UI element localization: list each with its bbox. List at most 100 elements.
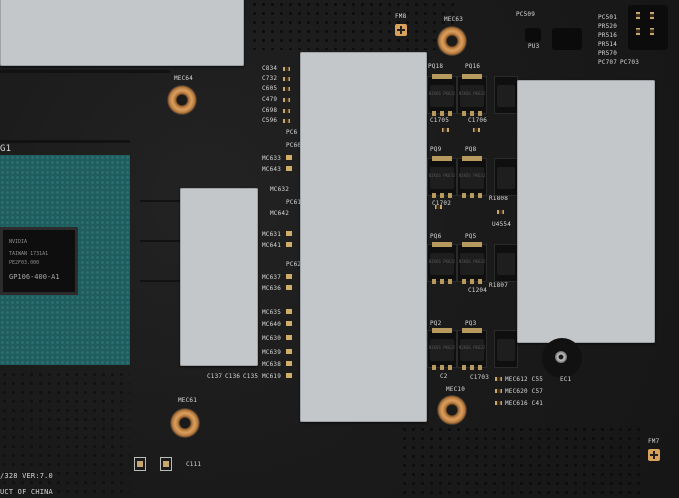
pcb-trace xyxy=(0,140,130,143)
mec10-label: MEC10 xyxy=(446,386,466,393)
cap-label: C596 xyxy=(262,117,278,124)
smd-capacitor xyxy=(283,109,290,113)
ec1-socket xyxy=(542,338,582,378)
via-grid-top xyxy=(250,0,460,50)
connector-pin xyxy=(636,12,640,19)
gpu-die: NVIDIA TAIWAN 1731A1 PE2F03.000 GP106-40… xyxy=(0,227,78,295)
right-ref: PR570 xyxy=(598,50,618,57)
thermal-pad xyxy=(180,188,258,366)
mosfet: NIKOS PK632 xyxy=(427,156,457,198)
mosfet-ref: PQ5 xyxy=(465,233,477,240)
mosfet-code: C1703 xyxy=(470,374,490,381)
mc-cap-label: MC643 xyxy=(262,166,282,173)
smd-capacitor xyxy=(435,205,442,209)
mc-cap-label: MC619 xyxy=(262,373,282,380)
pc61-label: PC61 xyxy=(286,199,302,206)
mosfet-marking: NIKOS PK632 xyxy=(458,259,486,264)
gpu-line2: PE2F03.000 xyxy=(9,260,40,266)
version-label: /328 VER:7.0 xyxy=(0,472,53,480)
mec63-label: MEC63 xyxy=(444,16,464,23)
connector-pin xyxy=(650,28,654,35)
smd-capacitor xyxy=(283,67,290,71)
pcb-trace xyxy=(140,200,180,202)
smd-capacitor xyxy=(495,401,502,405)
right-ref: PR514 xyxy=(598,41,618,48)
right-ref: PC703 xyxy=(620,59,640,66)
mosfet-code: R1807 xyxy=(489,282,509,289)
u4554-label: U4554 xyxy=(492,221,512,228)
gpu-brand: NVIDIA xyxy=(9,239,28,245)
mosfet-code: C1705 xyxy=(430,117,450,124)
mc-cap-label: MC632 xyxy=(270,186,290,193)
mosfet-ref: PQ6 xyxy=(430,233,442,240)
mosfet-ref: PQ16 xyxy=(465,63,481,70)
fm7-label: FM7 xyxy=(648,438,660,445)
mosfet-marking: NIKOS PK632 xyxy=(428,173,456,178)
chip-pu4 xyxy=(552,28,582,50)
vrm-pin xyxy=(286,285,292,290)
pcb-trace xyxy=(0,70,170,73)
mc-cap-label: MC642 xyxy=(270,210,290,217)
mc-cap-label: MC633 xyxy=(262,155,282,162)
mec-right-label: MEC612 C55 xyxy=(505,376,544,383)
mc-cap-label: MC638 xyxy=(262,361,282,368)
vrm-pin xyxy=(286,321,292,326)
right-ref: PR516 xyxy=(598,32,618,39)
pu3-label: PU3 xyxy=(528,43,540,50)
mounting-hole xyxy=(437,26,467,56)
mosfet: NIKOS PK632 xyxy=(427,328,457,370)
connector-pin xyxy=(636,28,640,35)
g1-label: G1 xyxy=(0,144,12,154)
mounting-hole xyxy=(167,85,197,115)
mosfet-ref: PQ3 xyxy=(465,320,477,327)
vrm-pin xyxy=(286,361,292,366)
mosfet-code: C2 xyxy=(440,373,448,380)
led-footprint xyxy=(134,457,146,471)
led-footprint xyxy=(160,457,172,471)
mosfet xyxy=(494,158,518,196)
mosfet-ref: PQ8 xyxy=(465,146,477,153)
fiducial-mark xyxy=(648,449,660,461)
mosfet-code: C1204 xyxy=(468,287,488,294)
connector xyxy=(628,5,668,50)
vrm-pin xyxy=(286,155,292,160)
chip-pu3 xyxy=(525,28,541,42)
via-grid-left xyxy=(0,370,130,498)
via-grid-bottom xyxy=(400,425,640,498)
mosfet: NIKOS PK632 xyxy=(457,74,487,116)
vrm-pin xyxy=(286,349,292,354)
cap-label: C605 xyxy=(262,85,278,92)
fm8-label: FM8 xyxy=(395,13,407,20)
mosfet-code: C1702 xyxy=(432,200,452,207)
right-ref: PC707 xyxy=(598,59,618,66)
mec-right-label: MEC620 C57 xyxy=(505,388,544,395)
mosfet: NIKOS PK632 xyxy=(427,74,457,116)
mosfet-marking: NIKOS PK632 xyxy=(458,173,486,178)
smd-capacitor xyxy=(442,128,449,132)
cap-label: C732 xyxy=(262,75,278,82)
cap-label: C698 xyxy=(262,107,278,114)
mosfet-ref: PQ2 xyxy=(430,320,442,327)
thermal-pad xyxy=(0,0,244,66)
smd-capacitor xyxy=(283,87,290,91)
mc-cap-label: MC631 xyxy=(262,231,282,238)
mec64-label: MEC64 xyxy=(174,75,194,82)
thermal-pad xyxy=(300,52,427,422)
smd-capacitor xyxy=(497,210,504,214)
pc62-label: PC62 xyxy=(286,261,302,268)
mc-cap-label: MC636 xyxy=(262,285,282,292)
vrm-pin xyxy=(286,335,292,340)
smd-capacitor xyxy=(495,377,502,381)
mosfet: NIKOS PK632 xyxy=(457,242,487,284)
bottom-cap-label: C136 xyxy=(225,373,241,380)
mosfet xyxy=(494,76,518,114)
mc-cap-label: MC635 xyxy=(262,309,282,316)
pc60-label: PC60 xyxy=(286,142,302,149)
mosfet xyxy=(494,244,518,282)
bottom-cap-label: C135 xyxy=(243,373,259,380)
smd-capacitor xyxy=(283,98,290,102)
mounting-hole xyxy=(170,408,200,438)
vrm-pin xyxy=(286,166,292,171)
gpu-model: GP106-400-A1 xyxy=(9,273,60,281)
